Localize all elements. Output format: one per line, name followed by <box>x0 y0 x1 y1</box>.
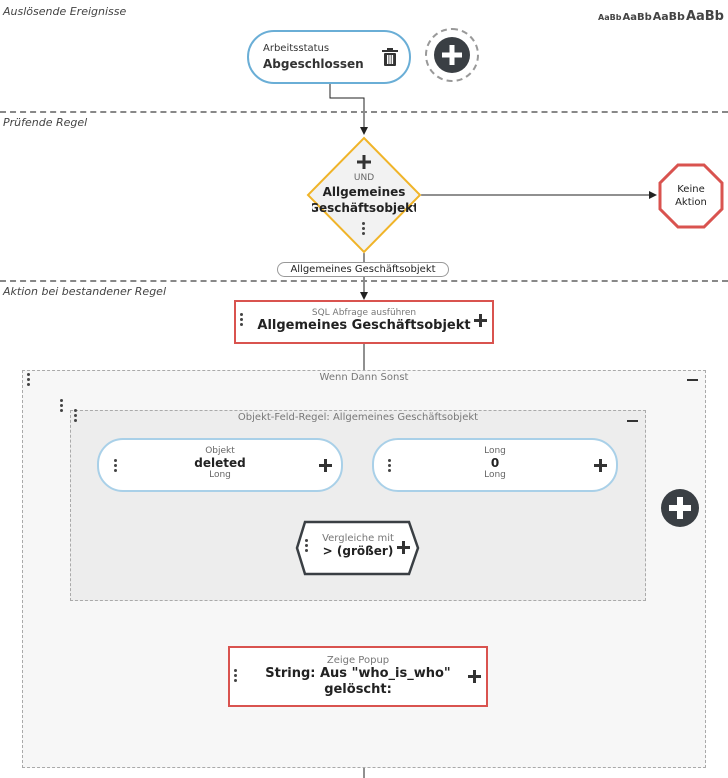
collapse-field-rule-icon[interactable] <box>627 420 638 422</box>
no-action-line2: Aktion <box>675 197 707 208</box>
field-node-object-menu-icon[interactable] <box>114 459 117 474</box>
font-size-picker[interactable]: AaBbAaBbAaBbAaBb <box>597 5 724 24</box>
popup-line2: gelöscht: <box>324 682 392 697</box>
popup-title: Zeige Popup <box>326 655 390 666</box>
field-node-object-add-icon[interactable] <box>319 459 332 472</box>
if-then-else-menu-icon[interactable] <box>27 373 30 388</box>
add-condition-icon[interactable] <box>357 155 371 169</box>
branch-menu-icon[interactable] <box>60 399 63 414</box>
section-divider <box>0 280 728 282</box>
stop-octagon[interactable] <box>658 163 724 229</box>
sql-action-node[interactable]: SQL Abfrage ausführen Allgemeines Geschä… <box>234 300 494 344</box>
rule-name-line2: Geschäftsobjekt <box>312 201 416 215</box>
sql-action-menu-icon[interactable] <box>240 313 243 328</box>
field-rule-title: Objekt-Feld-Regel: Allgemeines Geschäfts… <box>237 412 479 423</box>
popup-line1: String: Aus "who_is_who" <box>265 666 451 681</box>
rule-operator: UND <box>353 173 375 183</box>
field-node-object[interactable]: Objekt deleted Long <box>97 438 343 492</box>
rule-diamond[interactable] <box>306 136 422 254</box>
trash-icon[interactable] <box>382 48 398 66</box>
section-divider <box>0 111 728 113</box>
rule-output-label: Allgemeines Geschäftsobjekt <box>277 262 449 277</box>
sql-action-add-icon[interactable] <box>474 314 487 327</box>
sql-action-value: Allgemeines Geschäftsobjekt <box>257 318 471 333</box>
field-node-long-type: Long <box>484 470 506 480</box>
no-action-line1: Keine <box>677 184 705 195</box>
sql-action-title: SQL Abfrage ausführen <box>311 308 417 318</box>
section-label-check: Prüfende Regel <box>3 116 88 129</box>
add-trigger-ring <box>425 28 479 82</box>
popup-action-node[interactable]: Zeige Popup String: Aus "who_is_who" gel… <box>228 646 488 707</box>
compare-menu-icon[interactable] <box>305 539 308 554</box>
field-node-object-value: deleted <box>194 456 246 470</box>
trigger-title: Arbeitsstatus <box>263 43 330 54</box>
compare-value: > (größer) <box>322 544 394 558</box>
trigger-node[interactable]: Arbeitsstatus Abgeschlossen <box>247 30 411 84</box>
trigger-value: Abgeschlossen <box>263 57 364 71</box>
popup-add-icon[interactable] <box>468 670 481 683</box>
compare-hexagon[interactable] <box>295 520 421 576</box>
field-node-object-type: Long <box>209 470 231 480</box>
font-size-xs[interactable]: AaBb <box>598 13 622 22</box>
rule-menu-icon[interactable] <box>362 222 365 237</box>
field-node-long-label: Long <box>484 446 506 456</box>
add-trigger-icon[interactable] <box>434 37 470 73</box>
field-node-long-menu-icon[interactable] <box>388 459 391 474</box>
font-size-m[interactable]: AaBb <box>652 10 685 23</box>
font-size-l[interactable]: AaBb <box>685 9 724 24</box>
rule-name-line1: Allgemeines <box>322 185 406 199</box>
field-node-long[interactable]: Long 0 Long <box>372 438 618 492</box>
collapse-if-then-else-icon[interactable] <box>687 379 698 381</box>
font-size-s[interactable]: AaBb <box>622 12 652 23</box>
field-node-object-label: Objekt <box>205 446 235 456</box>
popup-menu-icon[interactable] <box>234 669 237 684</box>
compare-add-icon[interactable] <box>397 541 410 554</box>
field-rule-menu-icon[interactable] <box>74 409 77 424</box>
section-label-trigger: Auslösende Ereignisse <box>3 5 127 18</box>
section-label-action: Aktion bei bestandener Regel <box>3 285 166 298</box>
if-then-else-title: Wenn Dann Sonst <box>319 372 409 383</box>
field-node-long-value: 0 <box>490 456 500 470</box>
compare-title: Vergleiche mit <box>322 533 394 544</box>
field-node-long-add-icon[interactable] <box>594 459 607 472</box>
add-comparison-icon[interactable] <box>660 488 700 528</box>
